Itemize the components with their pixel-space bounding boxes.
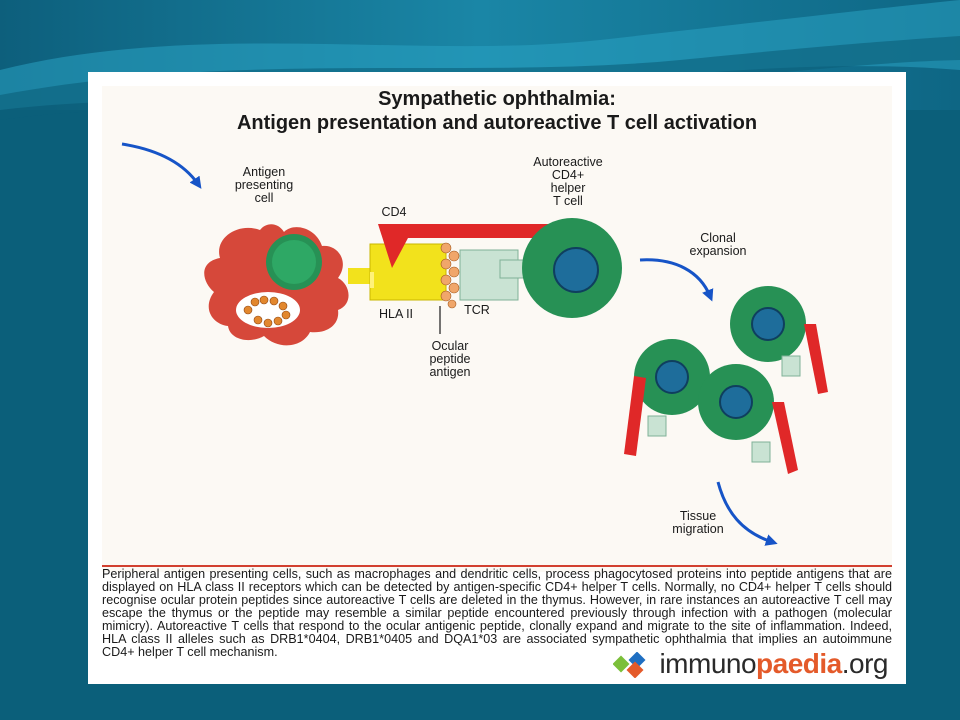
- tissue-migration-label: Tissue migration: [672, 509, 724, 536]
- logo-badge-icon: [613, 652, 646, 678]
- caption-divider: [102, 565, 892, 567]
- tcr-receptor-icon: [459, 249, 531, 301]
- figure-caption: Peripheral antigen presenting cells, suc…: [102, 567, 892, 659]
- peptide-label: Ocular peptide antigen: [429, 339, 471, 379]
- immunopaedia-logo: immunopaedia.org: [613, 648, 889, 680]
- tcr-label: TCR: [464, 303, 490, 317]
- curved-arrow-icon: [716, 481, 778, 546]
- figure-title-line-1: Sympathetic ophthalmia:: [378, 88, 616, 110]
- cd4-coreceptor-icon: [378, 224, 570, 268]
- t-cell-icon: [522, 218, 622, 318]
- t-cell-label: Autoreactive CD4+ helper T cell: [533, 155, 603, 208]
- t-cell-icon: [698, 364, 798, 474]
- clonal-expansion-label: Clonal expansion: [689, 231, 747, 258]
- diagram: [121, 142, 828, 546]
- t-cell-icon: [730, 286, 828, 394]
- curved-arrow-icon: [121, 142, 202, 189]
- figure-title-line-2: Antigen presentation and autoreactive T …: [236, 112, 758, 134]
- hla-label: HLA II: [378, 307, 414, 321]
- curved-arrow-icon: [639, 258, 714, 302]
- logo-text-paedia: paedia: [756, 648, 842, 679]
- logo-text-immuno: immuno: [659, 648, 757, 679]
- t-cell-icon: [624, 339, 710, 456]
- figure-card: Sympathetic ophthalmia: Antigen presenta…: [88, 72, 906, 684]
- apc-label: Antigen presenting cell: [234, 165, 294, 205]
- peptide-antigen-icon: [440, 242, 460, 309]
- antigen-presenting-cell-icon: [204, 224, 349, 346]
- hla-receptor-icon: [348, 243, 447, 301]
- logo-text-org: .org: [841, 648, 889, 679]
- cd4-label: CD4: [381, 205, 407, 219]
